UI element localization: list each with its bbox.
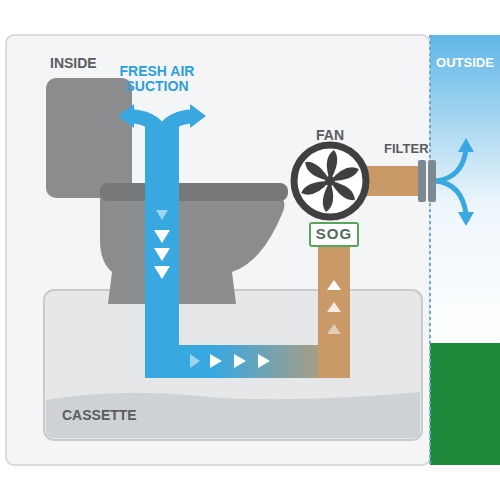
cassette-body bbox=[44, 290, 422, 440]
part-label: FAN bbox=[316, 128, 344, 143]
flow-label: FRESH AIR SUCTION bbox=[112, 64, 202, 95]
part-label: FILTER bbox=[384, 142, 429, 156]
logo-badge: SOG bbox=[309, 222, 359, 247]
exhaust-pipe bbox=[318, 240, 350, 378]
toilet-tank bbox=[46, 78, 132, 198]
inside-panel bbox=[6, 35, 430, 465]
toilet-seat bbox=[100, 183, 288, 201]
cassette-node: CASSETTE bbox=[62, 408, 137, 423]
sky bbox=[430, 35, 500, 345]
toilet-bowl bbox=[100, 196, 284, 304]
node-text: SOG bbox=[316, 226, 352, 243]
node-text: OUTSIDE bbox=[436, 56, 494, 70]
filter bbox=[418, 160, 426, 202]
fan-blades bbox=[300, 150, 361, 212]
cassette-content bbox=[46, 392, 420, 438]
fan-housing bbox=[294, 145, 366, 217]
outside-band: OUTSIDE bbox=[436, 56, 494, 70]
node-text: CASSETTE bbox=[62, 408, 137, 423]
fresh-air-pipe bbox=[145, 125, 179, 378]
section-label: INSIDE bbox=[50, 56, 97, 71]
ground bbox=[430, 343, 500, 465]
